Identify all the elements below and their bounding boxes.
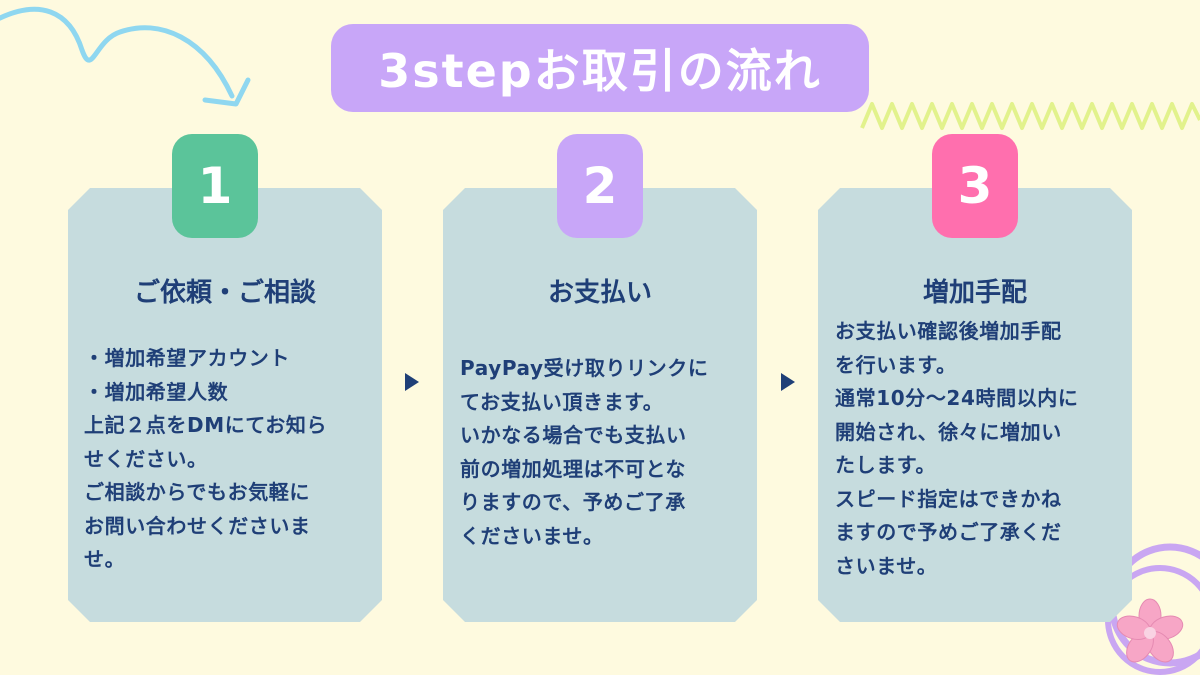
next-step-arrow-icon — [781, 373, 795, 391]
step-2-line: くださいませ。 — [460, 523, 604, 548]
step-3-line: お支払い確認後増加手配 — [835, 319, 1062, 343]
title-banner: 3stepお取引の流れ — [331, 24, 869, 112]
step-2-line: りますので、予めご了承 — [460, 490, 686, 514]
step-1-line: 上記２点をDMにてお知ら — [84, 413, 328, 437]
step-card-3 — [818, 188, 1132, 622]
zigzag-line — [860, 102, 1200, 130]
next-step-arrow-icon — [405, 373, 419, 391]
step-3-line: 開始され、徐々に増加い — [835, 419, 1062, 444]
step-number-badge-3: 3 — [932, 134, 1018, 238]
step-3-line: スピード指定はできかね — [835, 486, 1062, 511]
step-3-line: さいませ。 — [835, 553, 938, 578]
step-description-3: お支払い確認後増加手配 を行います。 通常10分～24時間以内に 開始され、徐々… — [835, 315, 1078, 583]
curved-arrow-icon — [0, 6, 251, 107]
page-title: 3stepお取引の流れ — [378, 44, 822, 98]
step-number-badge-1: 1 — [172, 134, 258, 238]
step-1-line: せ。 — [84, 547, 126, 571]
sakura-flower-icon — [1116, 598, 1184, 663]
step-title-2: お支払い — [547, 278, 652, 308]
step-2-line: 前の増加処理は不可とな — [460, 456, 686, 481]
step-1-line: ・増加希望アカウント — [84, 346, 290, 370]
step-2-line: てお支払い頂きます。 — [460, 389, 664, 414]
step-1-line: お問い合わせくださいま — [84, 513, 311, 538]
step-2-line: PayPay受け取りリンクに — [460, 356, 709, 380]
step-description-1: ・増加希望アカウント ・増加希望人数 上記２点をDMにてお知ら せください。 ご… — [84, 342, 327, 577]
step-3-line: 通常10分～24時間以内に — [835, 386, 1079, 410]
step-card-2 — [443, 188, 757, 622]
step-1-line: せください。 — [84, 446, 208, 471]
step-3-line: たします。 — [835, 453, 936, 477]
step-1-line: ・増加希望人数 — [84, 379, 229, 404]
step-2-line: いかなる場合でも支払い — [460, 423, 687, 447]
step-title-3: 増加手配 — [922, 278, 1027, 308]
step-title-1: ご依頼・ご相談 — [133, 278, 316, 308]
step-1-line: ご相談からでもお気軽に — [84, 480, 310, 504]
step-number-badge-2: 2 — [557, 134, 643, 238]
step-description-2: PayPay受け取りリンクに てお支払い頂きます。 いかなる場合でも支払い 前の… — [460, 352, 708, 553]
step-3-line: を行います。 — [835, 352, 957, 377]
step-3-line: ますので予めご了承くだ — [835, 520, 1062, 544]
step-card-1 — [68, 188, 382, 622]
